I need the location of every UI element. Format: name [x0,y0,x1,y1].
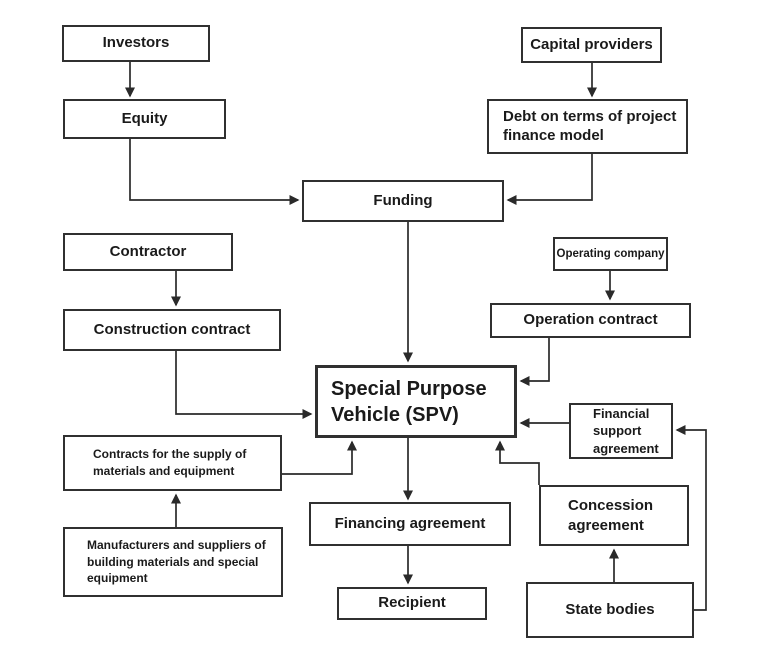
node-investors: Investors [62,25,210,62]
edge-construction-to-spv [175,351,313,419]
edge-contracts-supply-to-spv [282,440,357,475]
node-capital-providers: Capital providers [521,27,662,63]
node-debt-project-finance: Debt on terms of project finance model [487,99,688,154]
node-contracts-supply: Contracts for the supply of materials an… [63,435,282,491]
node-operation-contract: Operation contract [490,303,691,338]
node-financing-agreement: Financing agreement [309,502,511,546]
edge-state-bodies-to-financial-support [675,425,707,611]
edge-equity-to-funding [129,139,300,205]
node-recipient: Recipient [337,587,487,620]
node-contractor: Contractor [63,233,233,271]
node-state-bodies: State bodies [526,582,694,638]
node-construction-contract: Construction contract [63,309,281,351]
edge-operation-to-spv [519,338,550,386]
node-equity: Equity [63,99,226,139]
node-manufacturers-suppliers: Manufacturers and suppliers of building … [63,527,283,597]
edge-debt-to-funding [506,154,593,205]
node-financial-support-agreement: Financial support agreement [569,403,673,459]
node-spv: Special Purpose Vehicle (SPV) [315,365,517,438]
node-concession-agreement: Concession agreement [539,485,689,546]
node-operating-company: Operating company [553,237,668,271]
edge-concession-to-spv [495,440,540,485]
node-funding: Funding [302,180,504,222]
